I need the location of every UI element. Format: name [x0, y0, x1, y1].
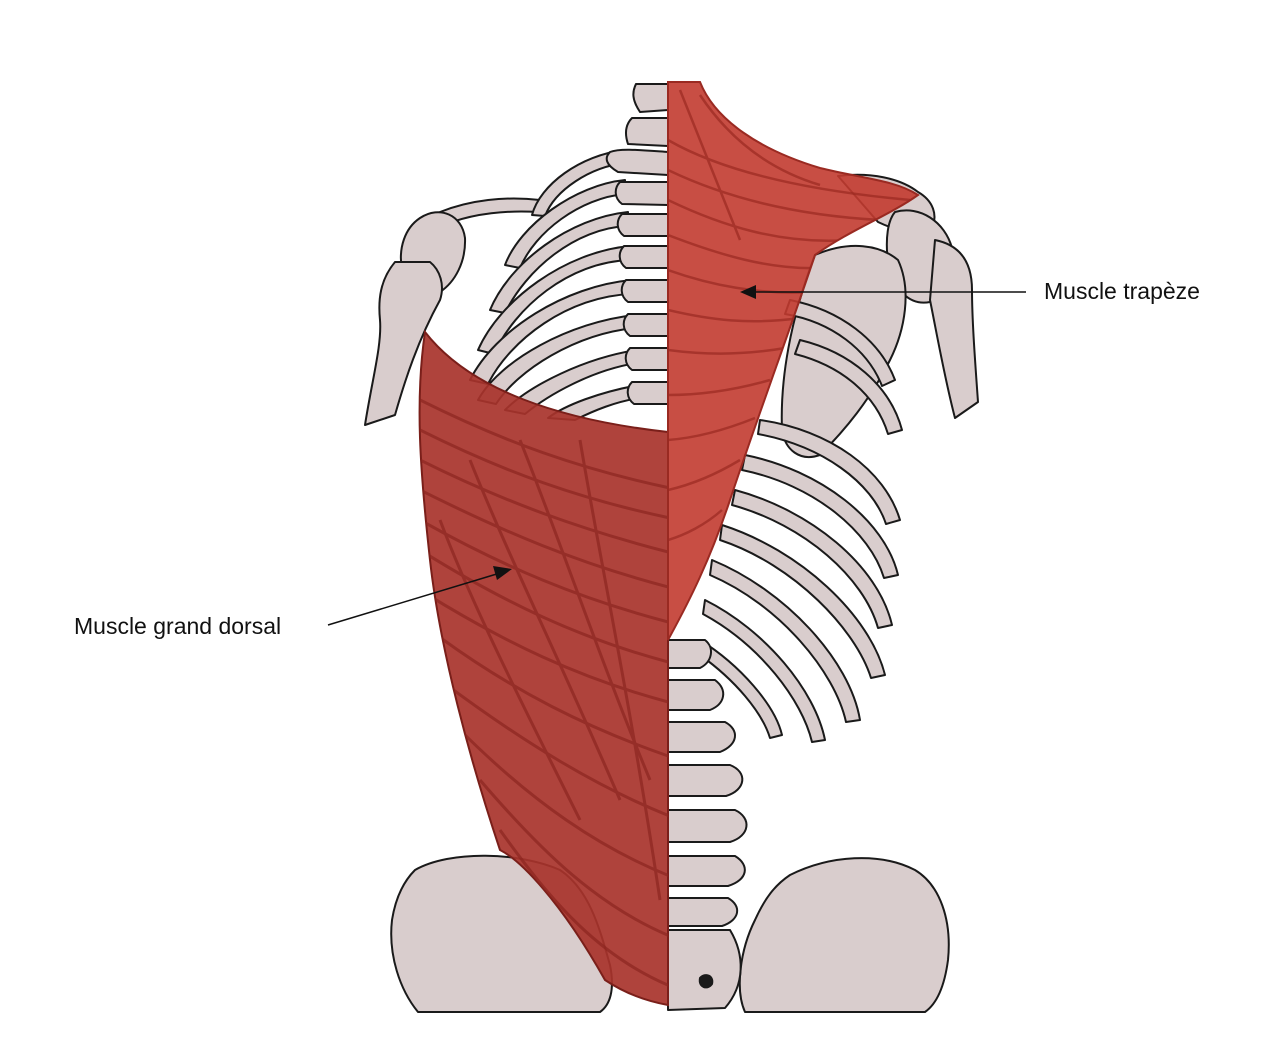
right-humerus	[930, 240, 978, 418]
sacrum	[668, 930, 741, 1010]
trapezius-label: Muscle trapèze	[1044, 280, 1200, 303]
latissimus-dorsi-label: Muscle grand dorsal	[74, 615, 281, 638]
right-iliac-crest	[740, 858, 949, 1012]
left-ribs	[470, 150, 639, 420]
sacral-foramen	[700, 975, 713, 987]
